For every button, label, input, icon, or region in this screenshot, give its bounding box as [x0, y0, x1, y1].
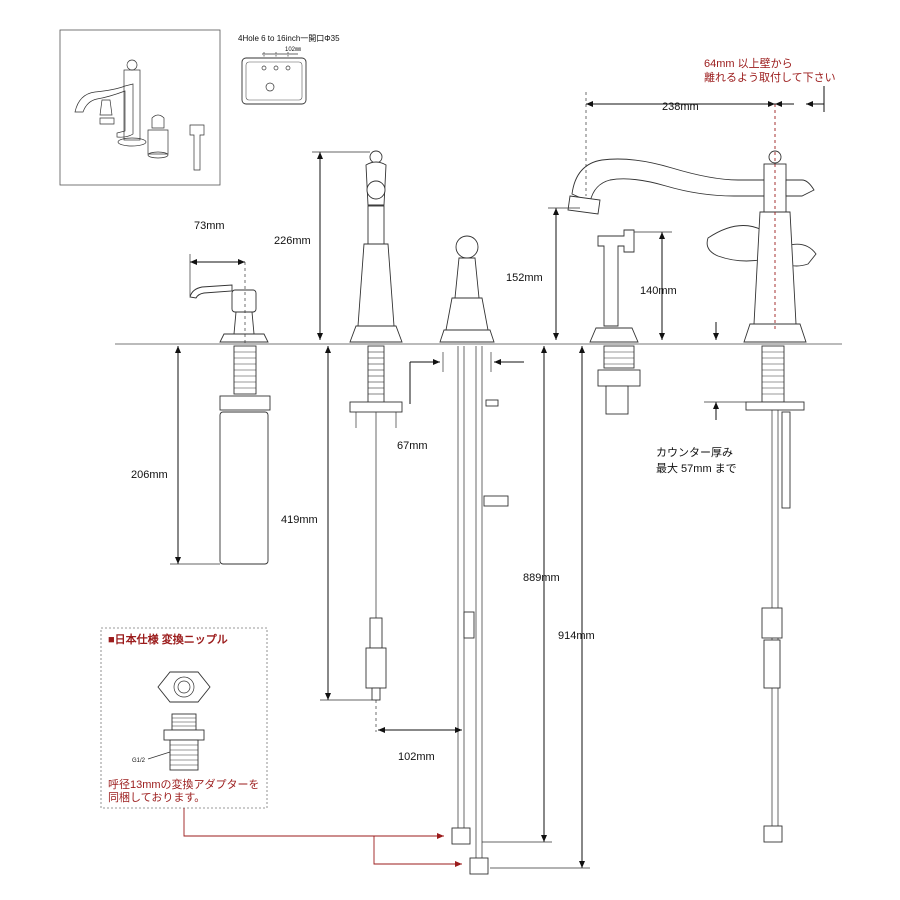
side-handle — [349, 150, 403, 732]
nipple-note-line1: 呼径13mmの変換アダプターを — [108, 777, 260, 791]
dim-handle-shank: 419mm — [281, 514, 318, 526]
thread-label: G1/2 — [132, 758, 146, 764]
conversion-nipple-box: ■日本仕様 変換ニップル G1/2 呼径13mmの変換アダプターを 同梱しており… — [100, 627, 268, 809]
center-valve — [439, 235, 509, 875]
counter-note-line1: カウンター厚み — [656, 446, 733, 459]
dim-spout-reach: 238mm — [662, 101, 699, 113]
wall-note-line2: 離れるよう取付して下さい — [704, 70, 836, 84]
dim-handle-offset: 67mm — [397, 440, 428, 452]
nipple-leader-arrows — [183, 808, 462, 867]
soap-dispenser — [189, 262, 271, 565]
dim-spout-height: 152mm — [506, 272, 543, 284]
dimension-lines — [170, 101, 824, 869]
hole-spacing-label: 102㎜ — [285, 47, 301, 53]
counter-note-line2: 最大 57mm まで — [656, 461, 737, 475]
dim-handle-height: 226mm — [274, 235, 311, 247]
hole-spec: 4Hole 6 to 16inch一開口Φ35 102㎜ — [238, 34, 340, 105]
hole-spec-title: 4Hole 6 to 16inch一開口Φ35 — [238, 34, 340, 43]
side-sprayer — [589, 229, 641, 415]
main-faucet — [567, 86, 825, 843]
nipple-box-title: ■日本仕様 変換ニップル — [108, 632, 228, 646]
dim-soap-bottle: 206mm — [131, 469, 168, 481]
dim-hose-offset: 102mm — [398, 751, 435, 763]
dim-hose-914: 914mm — [558, 630, 595, 642]
dim-soap-reach: 73mm — [194, 220, 225, 232]
wall-note-line1: 64mm 以上壁から — [704, 56, 793, 70]
product-thumbnail — [59, 29, 221, 186]
dim-hose-889: 889mm — [523, 572, 560, 584]
nipple-note-line2: 同梱しております。 — [108, 790, 205, 804]
dim-sprayer-height: 140mm — [640, 285, 677, 297]
